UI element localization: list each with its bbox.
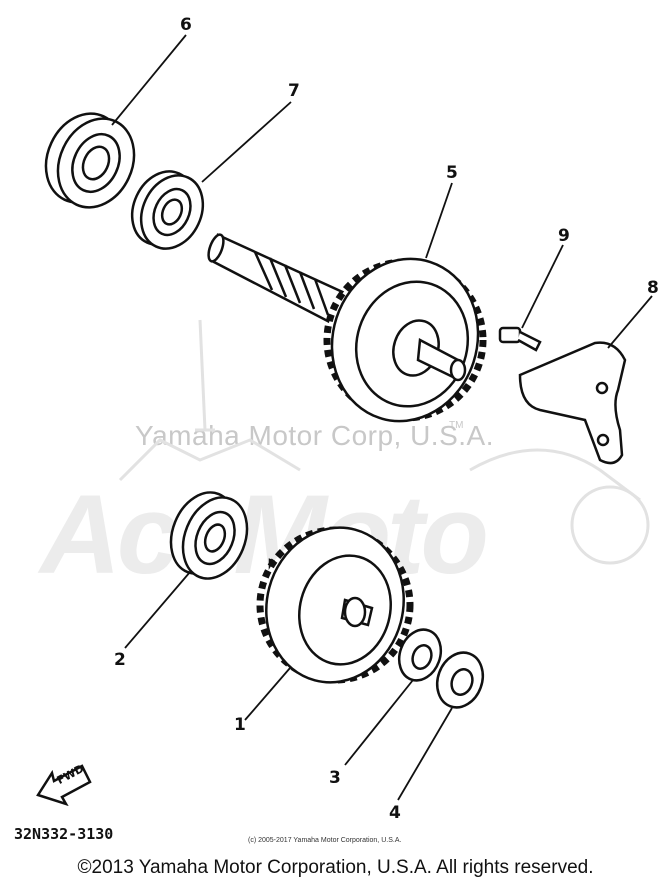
- callout-3: 3: [329, 768, 341, 788]
- footer-copyright: ©2013 Yamaha Motor Corporation, U.S.A. A…: [77, 857, 594, 878]
- callout-4: 4: [389, 803, 401, 823]
- callout-5: 5: [446, 163, 458, 183]
- small-copyright: (c) 2005-2017 Yamaha Motor Corporation, …: [248, 837, 402, 844]
- bracket-8: [518, 341, 627, 465]
- callout-8: 8: [647, 278, 659, 298]
- bearing-2: [169, 491, 249, 580]
- bearing-6: [44, 112, 136, 209]
- bearing-7: [130, 170, 205, 250]
- washer-4: [435, 651, 485, 709]
- callout-7: 7: [288, 81, 300, 101]
- watermark-text: Yamaha Motor Corp, U.S.A.: [135, 420, 494, 451]
- shaft-gear-5: [207, 233, 487, 423]
- watermark-graphic: [118, 319, 650, 565]
- callout-2: 2: [114, 650, 126, 670]
- fwd-arrow-icon: [36, 764, 92, 807]
- callout-9: 9: [558, 226, 570, 246]
- bolt-9: [498, 326, 542, 352]
- part-code: 32N332-3130: [14, 825, 114, 843]
- watermark-tm: TM: [449, 420, 464, 431]
- gear-1: [256, 526, 414, 684]
- leader-lines: [111, 34, 653, 801]
- callout-1: 1: [234, 715, 246, 735]
- washer-3: [397, 628, 443, 682]
- callout-6: 6: [180, 15, 192, 35]
